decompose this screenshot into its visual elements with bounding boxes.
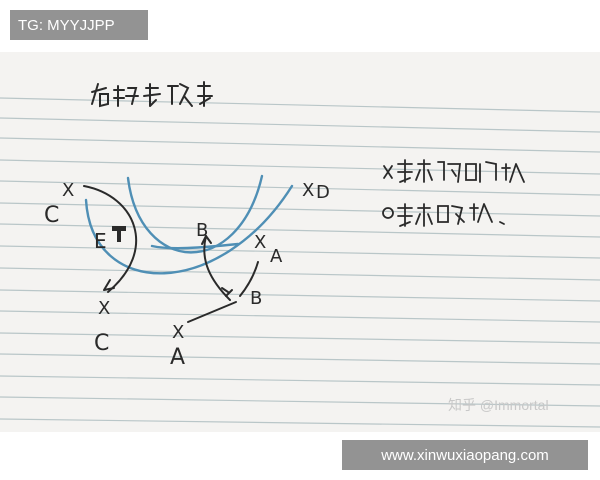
label-x-right: X — [254, 232, 266, 253]
handwritten-title — [91, 81, 213, 108]
label-c-top: C — [44, 203, 59, 228]
watermark-tg: TG: MYYJJPP — [10, 10, 148, 40]
ruled-lines — [0, 97, 600, 428]
blue-curves — [84, 174, 294, 275]
play-arrows — [83, 185, 259, 323]
label-x-bottom-left: X — [98, 298, 110, 319]
label-d: D — [316, 182, 330, 203]
handwritten-labels: X C E X C X A B X A B X D — [44, 180, 330, 370]
label-a-right: A — [270, 246, 283, 267]
label-x-d: X — [302, 180, 314, 201]
label-a-bottom: A — [170, 345, 185, 370]
label-x-top-left: X — [62, 180, 74, 201]
label-b-upper: B — [196, 220, 208, 241]
label-b-lower: B — [250, 288, 262, 309]
hammer-icon — [112, 226, 126, 242]
paper-sheet — [0, 52, 600, 432]
label-x-bottom: X — [172, 322, 184, 343]
watermark-zhihu: 知乎 @Immortal — [448, 397, 549, 413]
handwritten-legend — [382, 159, 525, 227]
label-c-bottom: C — [94, 331, 109, 356]
label-e: E — [94, 229, 107, 253]
watermark-site: www.xinwuxiaopang.com — [342, 440, 588, 470]
